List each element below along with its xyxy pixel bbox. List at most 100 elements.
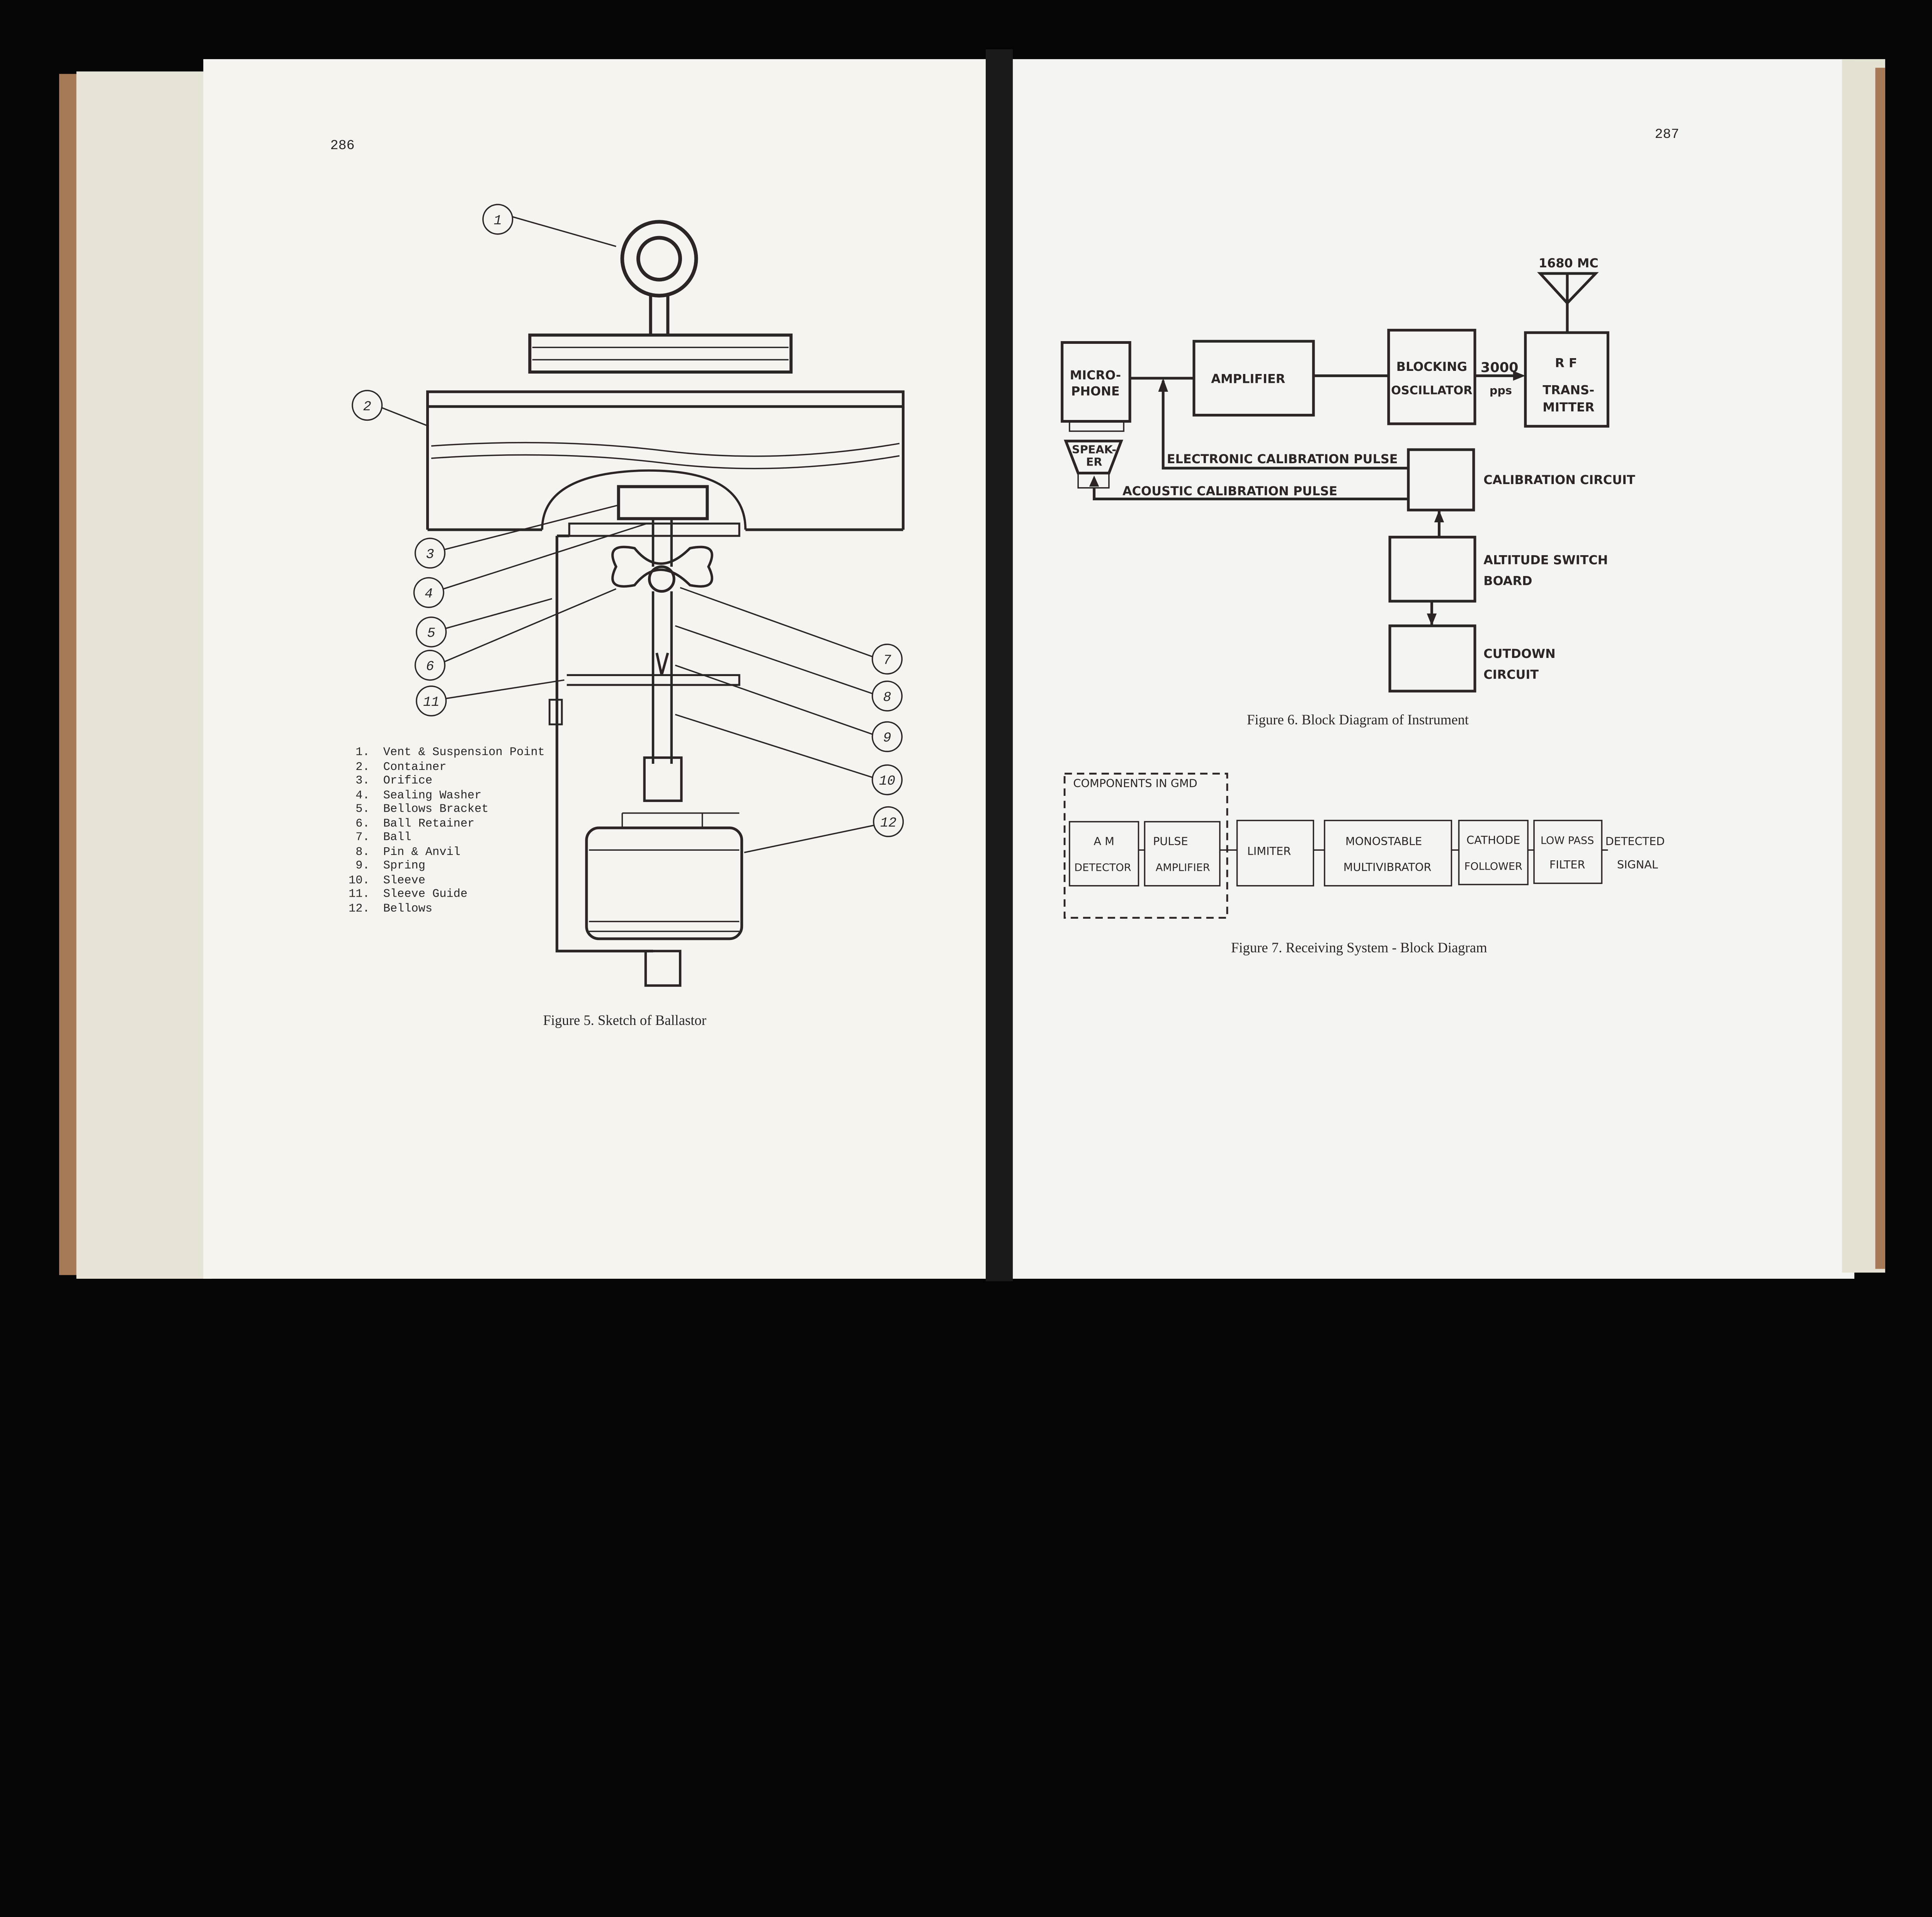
svg-text:SPEAK-: SPEAK-: [1072, 443, 1116, 456]
svg-text:Spring: Spring: [383, 859, 425, 872]
svg-text:Ball Retainer: Ball Retainer: [383, 817, 474, 831]
rf-transmitter-block: R F TRANS- MITTER: [1524, 331, 1609, 428]
callout-8: 8: [675, 625, 903, 712]
svg-text:4: 4: [425, 586, 433, 602]
legend-item: 8.Pin & Anvil: [355, 846, 460, 859]
svg-text:Container: Container: [383, 761, 447, 774]
acoustic-pulse-label: ACOUSTIC CALIBRATION PULSE: [1122, 484, 1337, 498]
figure6-caption: Figure 6. Block Diagram of Instrument: [1247, 712, 1469, 727]
limiter-block: LIMITER: [1247, 845, 1291, 858]
svg-text:DETECTOR: DETECTOR: [1074, 862, 1131, 874]
altitude-switch-label: ALTITUDE SWITCH: [1483, 552, 1608, 567]
figure7-block-diagram: COMPONENTS IN GMD A M DETECTOR PULSE AMPLI…: [1063, 773, 1665, 919]
ballastor-sketch: [426, 220, 905, 987]
svg-text:LOW PASS: LOW PASS: [1541, 834, 1594, 846]
legend-item: 2.Container: [355, 761, 446, 774]
svg-text:10: 10: [879, 773, 895, 789]
legend-item: 6. Ball Retainer: [355, 817, 474, 831]
amplifier-block: AMPLIFIER: [1192, 340, 1315, 417]
svg-text:MICRO-: MICRO-: [1070, 368, 1121, 382]
figure5-caption: Figure 5. Sketch of Ballastor: [543, 1012, 706, 1028]
svg-text:1.: 1.: [355, 746, 369, 759]
callout-12: 12: [744, 806, 904, 853]
svg-text:Ball: Ball: [383, 831, 412, 844]
svg-text:12.: 12.: [349, 902, 370, 916]
svg-text:MONOSTABLE: MONOSTABLE: [1345, 834, 1422, 848]
figure6-block-diagram: 1680 MC MICRO- PHONE SPEAK-ER AMPLIFIER B…: [1061, 256, 1635, 693]
svg-text:A M: A M: [1094, 834, 1114, 848]
right-page: [1004, 59, 1855, 1279]
svg-text:PHONE: PHONE: [1071, 384, 1120, 399]
legend-item: 9. Spring: [355, 859, 425, 872]
low-pass-filter-block: LOW PASS FILTER: [1541, 834, 1594, 871]
svg-text:AMPLIFIER: AMPLIFIER: [1156, 862, 1210, 874]
svg-text:ER: ER: [1086, 455, 1102, 468]
svg-text:10.: 10.: [349, 874, 370, 887]
pulse-rate: 3000: [1481, 360, 1519, 376]
antenna-label: 1680 MC: [1539, 256, 1599, 270]
callout-3: 3: [414, 504, 619, 569]
callout-4: 4: [413, 523, 647, 608]
callout-7: 7: [680, 587, 903, 675]
svg-text:SIGNAL: SIGNAL: [1617, 858, 1658, 871]
pulse-amplifier-block: PULSE AMPLIFIER: [1153, 834, 1210, 874]
svg-text:PULSE: PULSE: [1153, 834, 1188, 848]
svg-text:8: 8: [883, 690, 891, 705]
legend-item: 1. Vent & Suspension Point: [355, 746, 544, 759]
svg-text:FILTER: FILTER: [1549, 858, 1585, 871]
svg-text:R F: R F: [1555, 355, 1577, 370]
figure7-caption: Figure 7. Receiving System - Block Diagr…: [1231, 940, 1487, 955]
svg-text:3: 3: [426, 547, 434, 563]
svg-text:BLOCKING: BLOCKING: [1396, 359, 1467, 374]
altitude-switch-label-2: BOARD: [1483, 574, 1532, 588]
legend-item: 11.Sleeve Guide: [349, 887, 468, 901]
svg-text:Orifice: Orifice: [383, 774, 432, 787]
svg-text:5: 5: [427, 626, 435, 641]
svg-text:7: 7: [883, 653, 891, 668]
svg-text:11.: 11.: [349, 887, 370, 901]
callout-11: 11: [416, 679, 565, 717]
legend-item: 5.Bellows Bracket: [355, 802, 488, 816]
figure5-legend: 1.Vent & Suspension Point 2.Container 3.…: [349, 746, 545, 916]
svg-text:12: 12: [880, 816, 896, 831]
legend-item: 7.Ball: [355, 831, 411, 844]
svg-text:9: 9: [883, 731, 891, 746]
svg-text:9.: 9.: [355, 859, 369, 872]
left-page: [203, 59, 998, 1279]
svg-text:6: 6: [426, 659, 434, 675]
speaker-block: SPEAK-ER: [1064, 440, 1123, 489]
legend-item: 12. Bellows: [349, 902, 432, 916]
svg-text:Bellows: Bellows: [383, 902, 432, 916]
cutdown-label-2: CIRCUIT: [1483, 667, 1539, 682]
svg-text:Bellows Bracket: Bellows Bracket: [383, 802, 489, 816]
pulse-rate-unit: pps: [1490, 384, 1512, 397]
svg-text:2: 2: [363, 399, 371, 415]
svg-text:8.: 8.: [355, 846, 369, 859]
svg-text:LIMITER: LIMITER: [1247, 845, 1291, 858]
legend-item: 4.Sealing Washer: [355, 789, 481, 802]
am-detector-block: A M DETECTOR: [1074, 834, 1131, 874]
calibration-circuit-label: CALIBRATION CIRCUIT: [1483, 472, 1635, 487]
cutdown-block: [1388, 624, 1476, 693]
gmd-group-label: COMPONENTS IN GMD: [1073, 777, 1197, 790]
svg-text:FOLLOWER: FOLLOWER: [1464, 860, 1522, 872]
svg-text:TRANS-: TRANS-: [1543, 382, 1594, 397]
microphone-block: MICRO- PHONE: [1061, 341, 1131, 432]
svg-text:11: 11: [423, 695, 439, 710]
cutdown-label: CUTDOWN: [1483, 646, 1555, 661]
svg-text:1: 1: [494, 213, 502, 228]
page-number-left: 286: [330, 138, 355, 153]
callout-9: 9: [675, 664, 903, 752]
svg-text:MITTER: MITTER: [1543, 400, 1594, 415]
callout-1: 1: [482, 204, 616, 247]
book-cover-edge-right: [1875, 68, 1885, 1269]
antenna-icon: [1537, 272, 1599, 333]
callout-5: 5: [416, 598, 553, 647]
svg-text:Sealing Washer: Sealing Washer: [383, 789, 481, 802]
svg-text:Vent & Suspension Point: Vent & Suspension Point: [383, 746, 545, 759]
svg-text:6.: 6.: [355, 817, 369, 831]
callout-10: 10: [675, 714, 903, 795]
